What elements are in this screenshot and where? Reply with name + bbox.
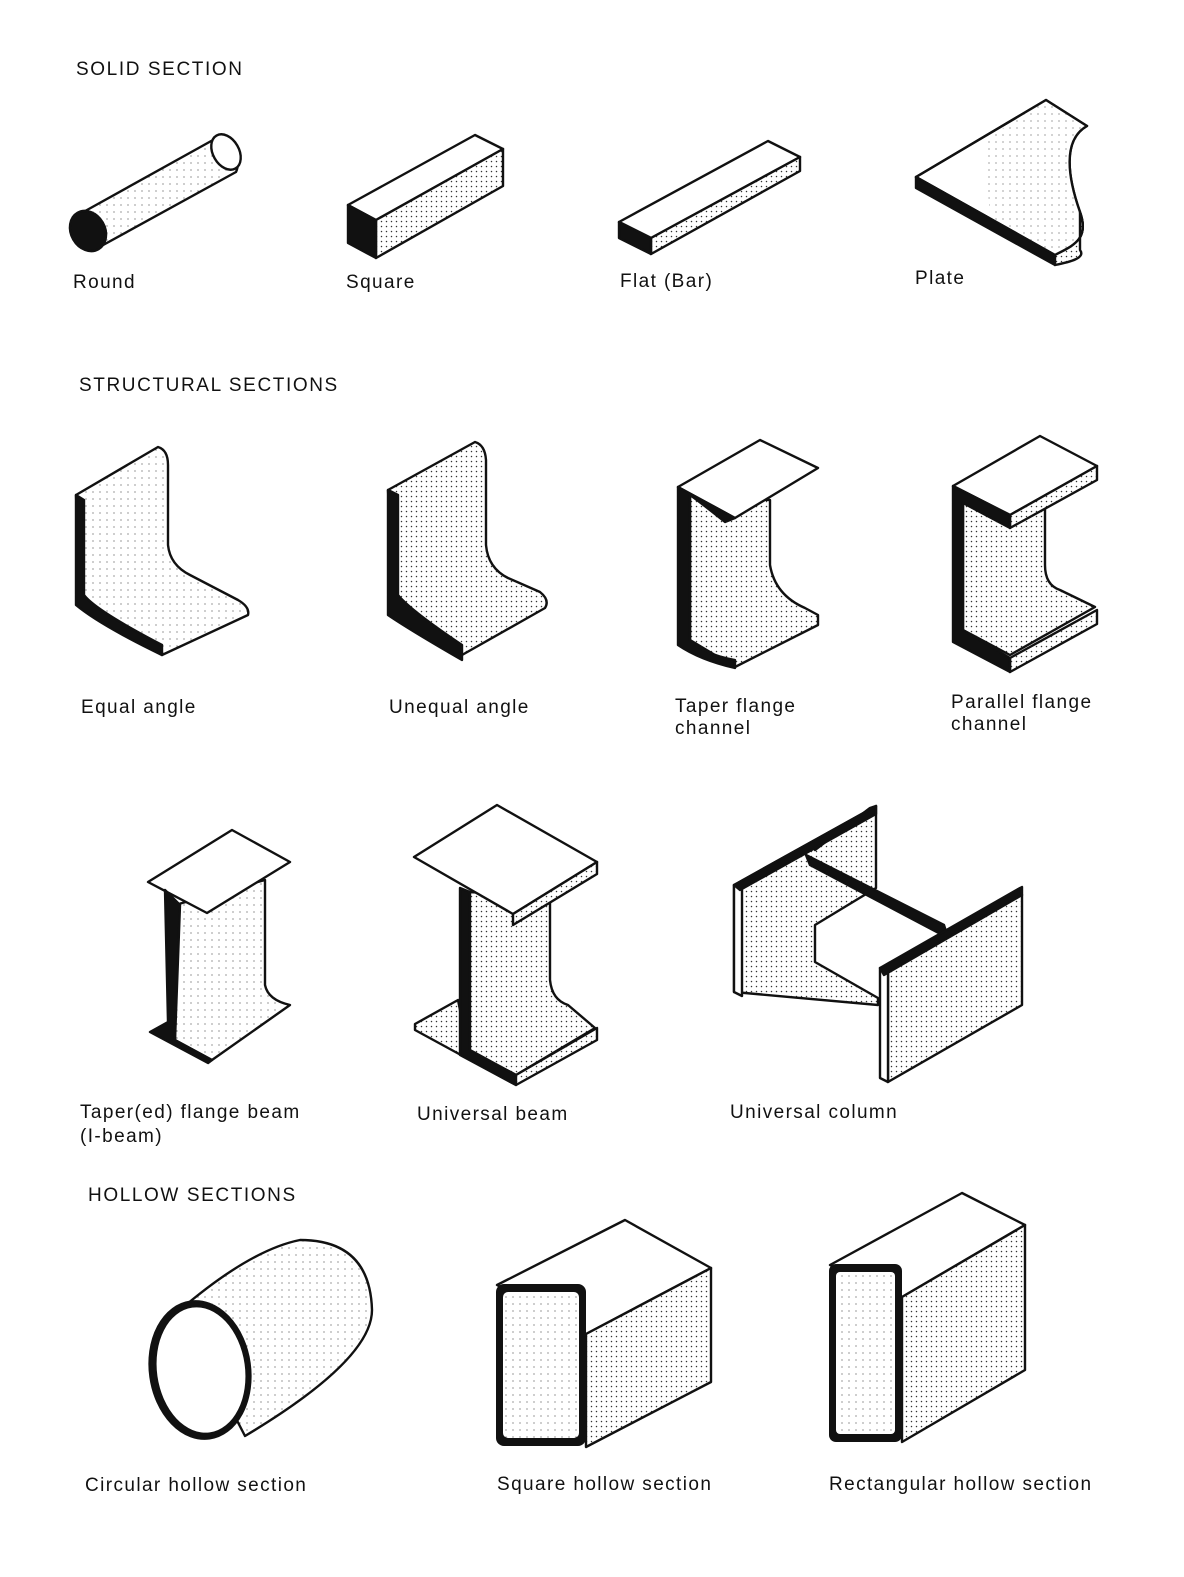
round-label: Round	[73, 272, 136, 293]
parallel-flange-channel-icon	[951, 434, 1099, 674]
flat-bar-label: Flat (Bar)	[620, 271, 714, 292]
square-bar-icon	[346, 133, 505, 260]
parallel-flange-channel-label-line1: Parallel flange	[951, 692, 1093, 713]
square-label: Square	[346, 272, 416, 293]
flat-bar-icon	[617, 139, 802, 256]
plate-label: Plate	[915, 268, 966, 289]
taper-flange-channel-label-line2: channel	[675, 718, 752, 739]
rectangular-hollow-section-label: Rectangular hollow section	[829, 1474, 1093, 1495]
taper-flange-channel-label-line1: Taper flange	[675, 696, 797, 717]
solid-section-heading: SOLID SECTION	[76, 59, 244, 80]
plate-icon	[914, 98, 1089, 267]
universal-beam-label: Universal beam	[417, 1104, 569, 1125]
universal-beam-icon	[412, 803, 599, 1087]
taper-flange-channel-icon	[676, 438, 820, 670]
unequal-angle-label: Unequal angle	[389, 697, 530, 718]
equal-angle-label: Equal angle	[81, 697, 197, 718]
rectangular-hollow-section-icon	[828, 1191, 1027, 1444]
tapered-flange-beam-label-line2: (I-beam)	[80, 1126, 163, 1147]
parallel-flange-channel-label-line2: channel	[951, 714, 1028, 735]
circular-hollow-section-icon	[148, 1238, 374, 1440]
circular-hollow-section-label: Circular hollow section	[85, 1475, 308, 1496]
structural-sections-heading: STRUCTURAL SECTIONS	[79, 375, 339, 396]
universal-column-label: Universal column	[730, 1102, 899, 1123]
unequal-angle-icon	[386, 440, 548, 662]
round-bar-icon	[68, 133, 242, 253]
equal-angle-icon	[74, 445, 250, 657]
universal-column-icon	[732, 804, 1024, 1084]
hollow-sections-heading: HOLLOW SECTIONS	[88, 1185, 297, 1206]
tapered-flange-beam-label-line1: Taper(ed) flange beam	[80, 1102, 301, 1123]
tapered-flange-beam-icon	[146, 828, 292, 1065]
square-hollow-section-label: Square hollow section	[497, 1474, 713, 1495]
square-hollow-section-icon	[495, 1218, 713, 1449]
